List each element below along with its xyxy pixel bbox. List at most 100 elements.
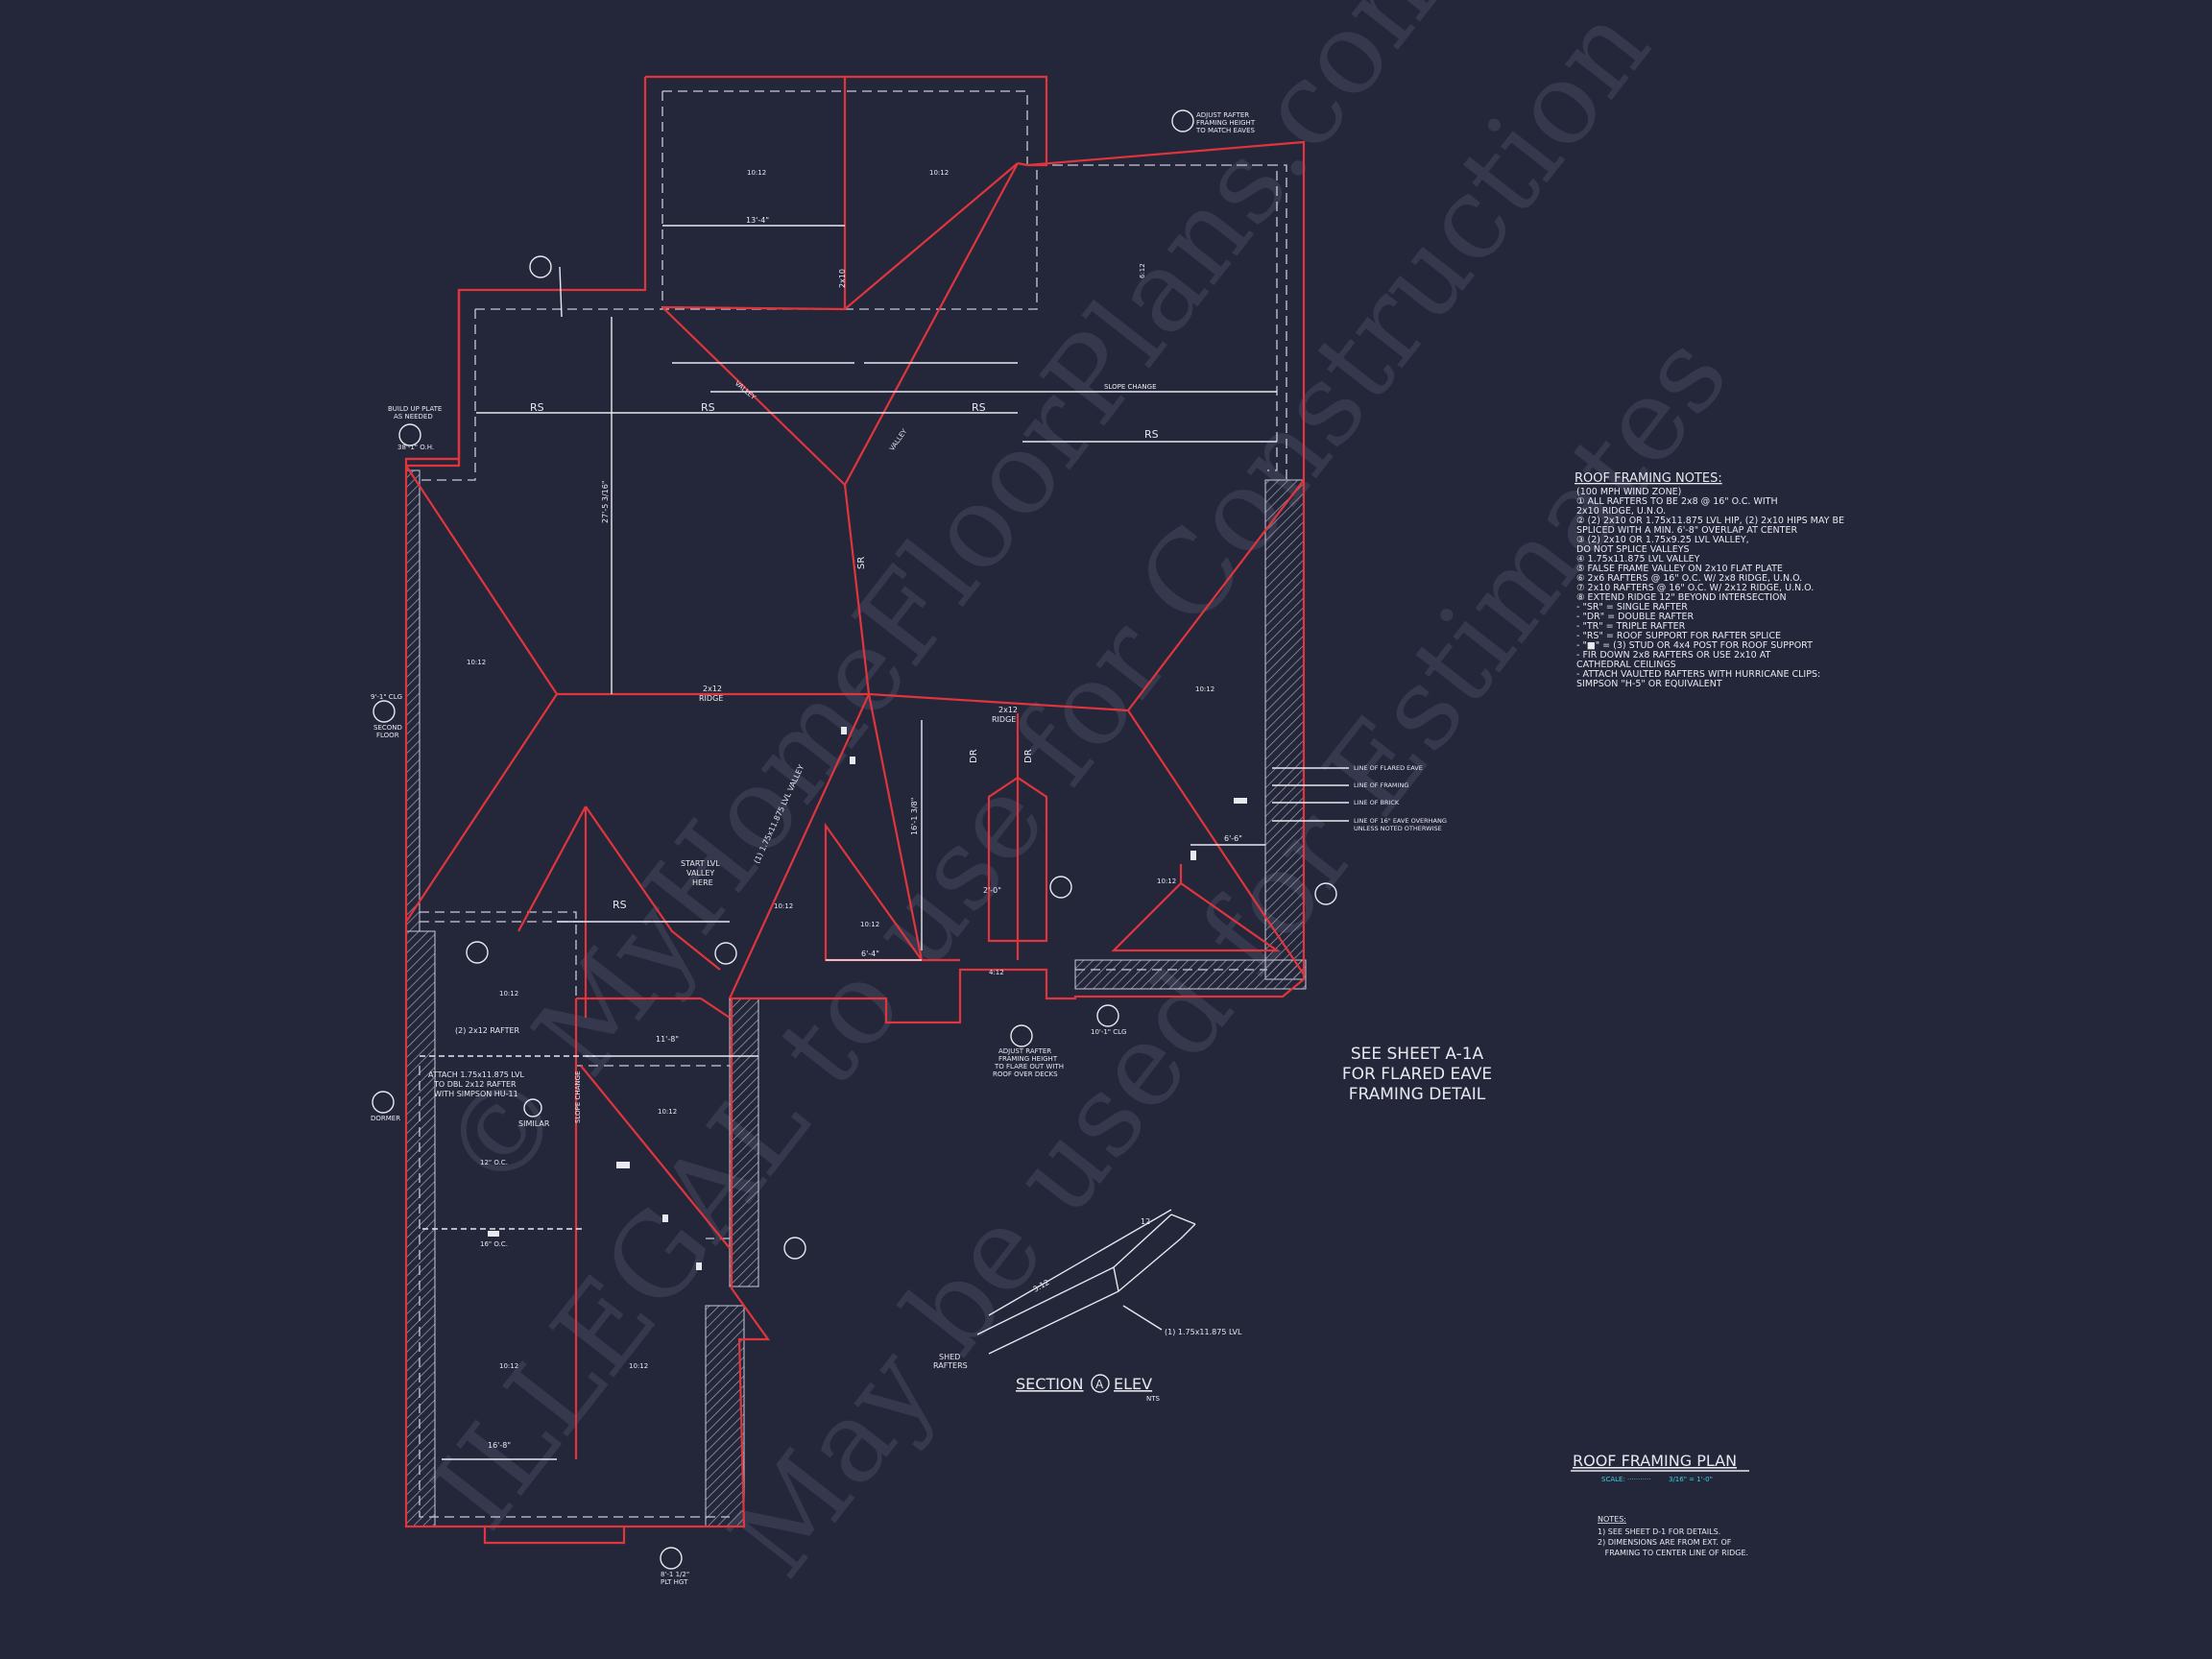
notes-line: ③ (2) 2x10 OR 1.75x9.25 LVL VALLEY, (1576, 535, 1749, 545)
section-title-right: ELEV (1114, 1375, 1152, 1393)
label-2x12-main: 2x12 (703, 685, 722, 693)
notes-footer-line-1: 1) SEE SHEET D-1 FOR DETAILS. (1598, 1527, 1720, 1536)
label-slope-change-lower: SLOPE CHANGE (574, 1071, 582, 1124)
notes-line: - "■" = (3) STUD OR 4x4 POST FOR ROOF SU… (1576, 640, 1813, 651)
callout-adjust-bottom-1: ADJUST RAFTER (998, 1047, 1051, 1055)
see-sheet-line-2: FOR FLARED EAVE (1342, 1065, 1492, 1084)
callout-start-1: START LVL (681, 859, 720, 868)
callout-adjust-top-3: TO MATCH EAVES (1195, 127, 1256, 134)
callout-attach-2: TO DBL 2x12 RAFTER (433, 1080, 517, 1089)
label-13-4: 13'-4" (746, 216, 769, 225)
brick-wall-porch-bottom (1074, 959, 1307, 990)
label-valley-2: VALLEY (888, 427, 909, 452)
brick-wall-left-upper (405, 469, 421, 932)
label-pitch-2: 10:12 (929, 169, 949, 177)
label-2x10-ridge: 2x10 (838, 269, 847, 288)
label-pitch-1: 10:12 (747, 169, 766, 177)
roof-edge-upper-left (404, 77, 647, 466)
notes-line: SPLICED WITH A MIN. 6'-8" OVERLAP AT CEN… (1576, 525, 1797, 536)
section-title-sub: NTS (1146, 1395, 1161, 1403)
label-ridge-main: RIDGE (699, 694, 723, 703)
label-6-4: 6'-4" (861, 950, 879, 958)
notes-line: ⑧ EXTEND RIDGE 12" BEYOND INTERSECTION (1576, 592, 1787, 603)
notes-line: - "SR" = SINGLE RAFTER (1576, 602, 1688, 613)
callout-attach-1: ATTACH 1.75x11.875 LVL (428, 1070, 524, 1079)
callout-buildup-2: AS NEEDED (394, 413, 433, 421)
callout-plt-10: 10'-1" CLG (1091, 1028, 1126, 1036)
section-lvl-label: (1) 1.75x11.875 LVL (1165, 1328, 1242, 1336)
plan-title-scale-dots: ··········· (1627, 1476, 1650, 1483)
label-pitch-3: 10:12 (467, 659, 486, 666)
callout-adjust-bottom-4: ROOF OVER DECKS (993, 1070, 1058, 1078)
callout-adjust-top-1: ADJUST RAFTER (1196, 111, 1249, 119)
notes-line: ⑤ FALSE FRAME VALLEY ON 2x10 FLAT PLATE (1576, 564, 1783, 574)
label-pitch-8: 10:12 (658, 1108, 677, 1116)
label-pitch-13: 6:12 (1139, 263, 1146, 278)
callout-adjust-bottom-2: FRAMING HEIGHT (998, 1055, 1058, 1063)
notes-line: CATHEDRAL CEILINGS (1576, 660, 1676, 670)
roof-framing-notes: ROOF FRAMING NOTES: (100 MPH WIND ZONE)①… (1575, 471, 1844, 689)
callout-start-3: HERE (692, 878, 713, 887)
notes-line: SIMPSON "H-5" OR EQUIVALENT (1576, 679, 1722, 689)
label-11-8: 11'-8" (656, 1035, 679, 1044)
eave-legend-4: LINE OF 16" EAVE OVERHANG (1354, 817, 1447, 825)
label-6-6: 6'-6" (1224, 834, 1242, 843)
section-rafter-shape (976, 1214, 1196, 1355)
label-pitch-10: 10:12 (629, 1362, 648, 1370)
callout-second-2: SECOND (373, 724, 402, 732)
notes-line: ④ 1.75x11.875 LVL VALLEY (1576, 554, 1700, 565)
label-16-8: 16'-8" (488, 1441, 511, 1450)
valley-lines (661, 162, 1020, 999)
section-shed-label: SHED (939, 1353, 960, 1361)
plan-title-text: ROOF FRAMING PLAN (1573, 1452, 1737, 1470)
callout-dormer: DORMER (371, 1115, 400, 1122)
notes-line: ② (2) 2x10 OR 1.75x11.875 LVL HIP, (2) 2… (1576, 516, 1844, 526)
callout-adjust-top-2: FRAMING HEIGHT (1196, 119, 1256, 127)
label-2-0: 2'-0" (983, 886, 1001, 895)
section-title-marker-text: A (1095, 1378, 1104, 1391)
detail-markers (372, 109, 1337, 1570)
eave-legend-5: UNLESS NOTED OTHERWISE (1354, 825, 1442, 832)
callout-second-3: FLOOR (376, 732, 399, 739)
callout-plt-low-1: 8'-1 1/2" (661, 1571, 689, 1578)
notes-line: - "RS" = ROOF SUPPORT FOR RAFTER SPLICE (1576, 631, 1781, 641)
brick-wall-left-lower (405, 930, 436, 1527)
notes-footer-line-3: FRAMING TO CENTER LINE OF RIDGE. (1598, 1549, 1748, 1557)
notes-footer-title: NOTES: (1598, 1515, 1626, 1524)
callout-start-2: VALLEY (686, 869, 714, 878)
label-12-oc: 12" O.C. (480, 1159, 508, 1166)
see-sheet-note: SEE SHEET A-1A FOR FLARED EAVE FRAMING D… (1342, 1045, 1492, 1104)
label-pitch-6: 10:12 (860, 921, 879, 928)
notes-line: (100 MPH WIND ZONE) (1576, 487, 1681, 497)
callouts: ADJUST RAFTER FRAMING HEIGHT TO MATCH EA… (371, 111, 1256, 1586)
section-title-left: SECTION (1016, 1375, 1084, 1393)
section-pitch-b: 12 (1141, 1217, 1150, 1226)
roof-plan (372, 75, 1349, 1570)
section-title-marker (1091, 1374, 1110, 1393)
plan-title: ROOF FRAMING PLAN SCALE: ··········· 3/1… (1571, 1452, 1749, 1483)
framing-line-lower (419, 911, 1267, 1518)
label-rs-1: RS (530, 401, 544, 414)
label-ridge-right: RIDGE (992, 715, 1016, 724)
brick-wall-right (1264, 479, 1305, 980)
gable-triangles (517, 776, 1281, 1018)
label-2x12-right: 2x12 (998, 706, 1018, 714)
notes-lines: (100 MPH WIND ZONE)① ALL RAFTERS TO BE 2… (1576, 487, 1844, 689)
label-pitch-12: 4:12 (989, 969, 1004, 976)
section-lvl-leader (1122, 1305, 1163, 1331)
notes-footer: NOTES: 1) SEE SHEET D-1 FOR DETAILS. 2) … (1598, 1515, 1748, 1557)
eave-legend-leaders (1272, 767, 1349, 822)
eave-legend: LINE OF FLARED EAVE LINE OF FRAMING LINE… (1354, 764, 1447, 832)
section-dim (988, 1209, 1172, 1316)
notes-line: - ATTACH VAULTED RAFTERS WITH HURRICANE … (1576, 669, 1820, 680)
see-sheet-line-1: SEE SHEET A-1A (1351, 1045, 1484, 1064)
notes-line: DO NOT SPLICE VALLEYS (1576, 544, 1690, 555)
plan-title-scale-value: 3/16" = 1'-0" (1669, 1476, 1713, 1483)
notes-footer-line-2: 2) DIMENSIONS ARE FROM EXT. OF (1598, 1538, 1732, 1547)
label-rafter-2x12: (2) 2x12 RAFTER (455, 1026, 520, 1035)
label-sr: SR (856, 557, 867, 569)
label-slope-change: SLOPE CHANGE (1104, 383, 1157, 391)
label-rs-4: RS (1144, 428, 1159, 441)
brick-wall-mid (729, 998, 759, 1287)
callout-plt-38: 38'-1" O.H. (397, 444, 434, 451)
